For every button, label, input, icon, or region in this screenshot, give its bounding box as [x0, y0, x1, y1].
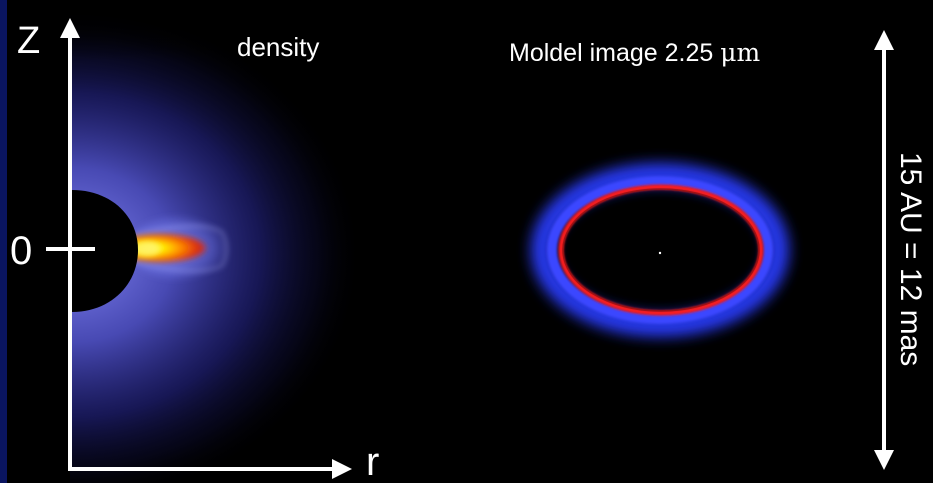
ring-red-rim [562, 188, 760, 312]
axes [46, 18, 352, 479]
model-image-title-unit: μm [720, 38, 760, 67]
ring-red [558, 184, 764, 316]
density-halo-top-fade [70, 0, 390, 60]
left-edge-strip [0, 0, 7, 483]
r-axis-label: r [366, 440, 379, 483]
scale-bar: 15 AU = 12 mas [874, 29, 927, 470]
model-ring-image [531, 163, 789, 337]
density-title: density [237, 32, 319, 62]
central-star-cavity [72, 190, 138, 312]
plume-outline [134, 225, 228, 272]
central-point [658, 251, 662, 255]
z-axis-label: Z [17, 20, 40, 62]
plume-hotspot [132, 242, 160, 256]
scale-bar-label: 15 AU = 12 mas [894, 152, 927, 366]
ring-blue-inner [547, 176, 773, 324]
model-image-title: Moldel image 2.25 μm [509, 38, 760, 67]
density-map [70, 0, 390, 483]
model-image-title-text: Moldel image 2.25 [509, 39, 720, 67]
ring-blue-halo [531, 163, 789, 337]
zero-tick-label: 0 [10, 229, 32, 273]
